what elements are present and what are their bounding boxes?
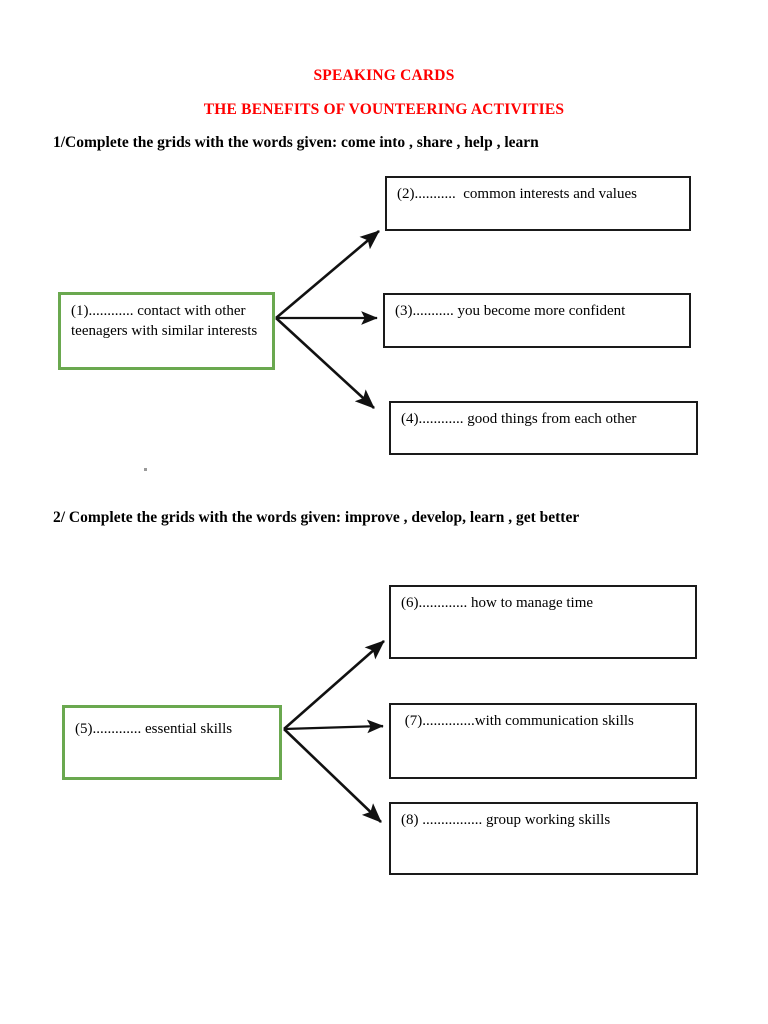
arrow-2-to-box-6	[283, 640, 385, 730]
arrow-group-1	[275, 230, 380, 409]
answer-box-7: (7)..............with communication skil…	[389, 703, 697, 779]
answer-box-6: (6)............. how to manage time	[389, 585, 697, 659]
source-box-5-label: (5)............. essential skills	[75, 721, 233, 737]
source-box-1-label: (1)............ contact with other teena…	[71, 303, 258, 339]
answer-box-4-label: (4)............ good things from each ot…	[401, 411, 637, 427]
answer-box-3: (3)........... you become more confident	[383, 293, 691, 348]
source-box-5: (5)............. essential skills	[62, 705, 282, 780]
stray-dot-artifact	[144, 468, 147, 471]
source-box-1: (1)............ contact with other teena…	[58, 292, 275, 370]
answer-box-7-label: (7)..............with communication skil…	[401, 713, 634, 729]
arrow-1-to-box-2	[275, 230, 380, 319]
answer-box-2: (2)........... common interests and valu…	[385, 176, 691, 231]
arrow-2-to-box-7	[283, 719, 384, 734]
section-2-heading: 2/ Complete the grids with the words giv…	[53, 509, 580, 526]
answer-box-8-label: (8) ................ group working skill…	[401, 812, 611, 828]
arrow-1-to-box-4	[275, 317, 375, 409]
answer-box-8: (8) ................ group working skill…	[389, 802, 698, 875]
answer-box-3-label: (3)........... you become more confident	[395, 303, 626, 319]
section-1-heading: 1/Complete the grids with the words give…	[53, 134, 539, 151]
answer-box-2-label: (2)........... common interests and valu…	[397, 186, 637, 202]
page-subtitle: THE BENEFITS OF VOUNTEERING ACTIVITIES	[203, 101, 565, 118]
arrow-group-2	[283, 640, 385, 823]
answer-box-4: (4)............ good things from each ot…	[389, 401, 698, 455]
answer-box-6-label: (6)............. how to manage time	[401, 595, 594, 611]
page-title: SPEAKING CARDS	[313, 67, 455, 84]
arrow-2-to-box-8	[283, 728, 382, 823]
